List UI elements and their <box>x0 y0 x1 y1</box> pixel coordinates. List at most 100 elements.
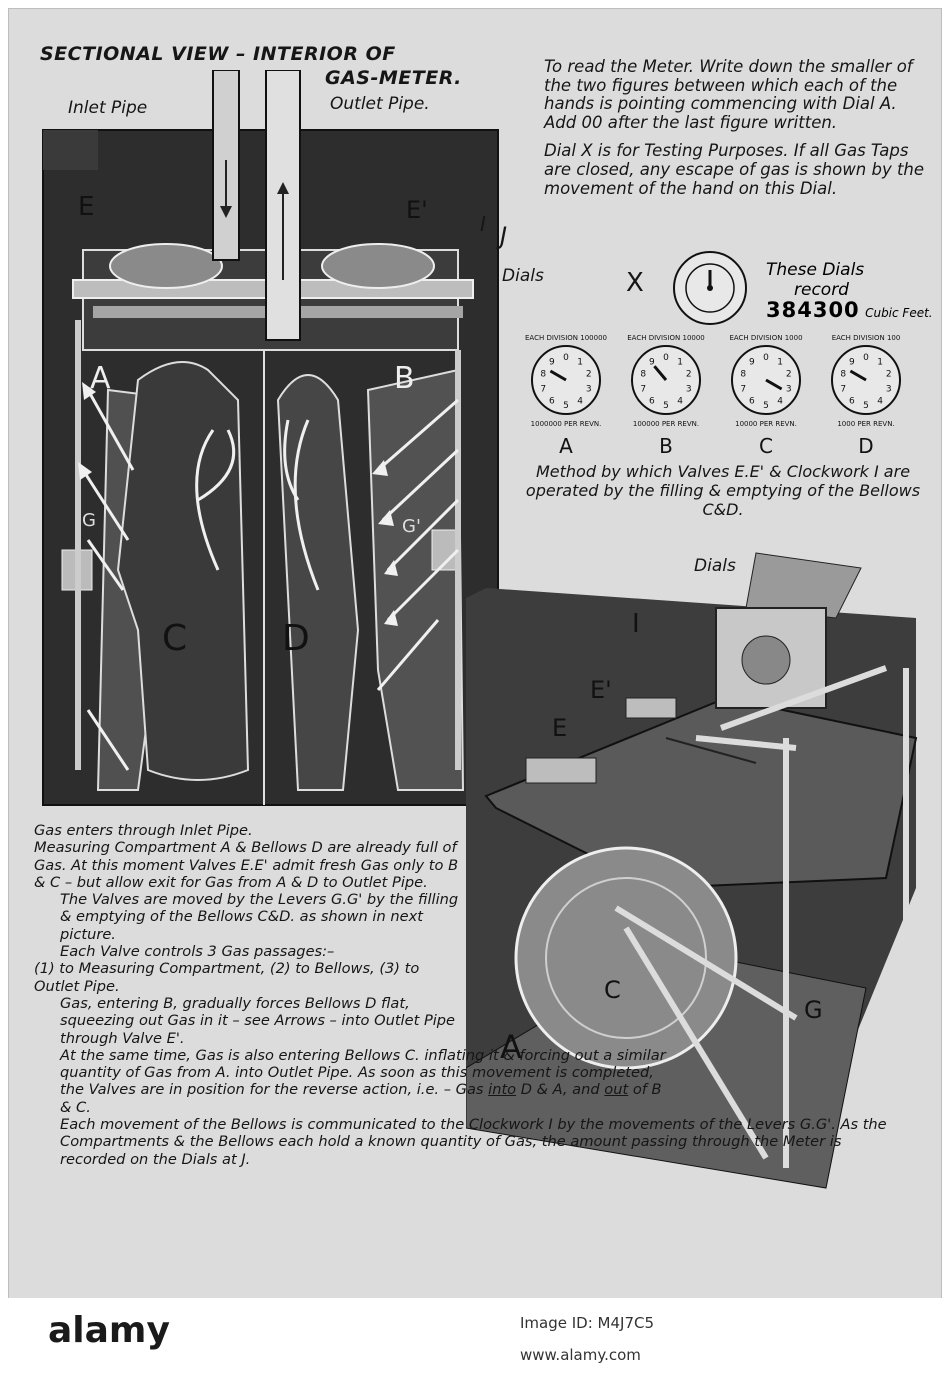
dial-digit: 3 <box>786 384 792 394</box>
para-7-out: out <box>604 1081 629 1099</box>
dial-letter: C <box>759 434 773 458</box>
dial-digit: 1 <box>877 358 883 368</box>
dial-hand <box>765 378 783 391</box>
dial-digit: 8 <box>740 370 746 380</box>
dial-digit: 5 <box>763 401 769 411</box>
label-G-cutaway: G <box>804 996 823 1024</box>
dial-digit: 7 <box>740 384 746 394</box>
explanation-para-8: Each movement of the Bellows is communic… <box>60 1116 887 1168</box>
dial-digit: 9 <box>649 358 655 368</box>
label-C-cutaway: C <box>604 976 621 1004</box>
label-G-prime-section: G' <box>402 516 421 537</box>
read-meter-instructions: To read the Meter. Write down the smalle… <box>544 57 913 132</box>
dial-bottom-caption: 100000 PER REVN. <box>633 420 699 428</box>
label-C-section: C <box>162 618 187 659</box>
footer-bar <box>0 1298 948 1390</box>
dial-letter: D <box>858 434 874 458</box>
dial-digit: 4 <box>677 396 683 406</box>
dial-digit: 2 <box>586 370 592 380</box>
dial-letter: A <box>559 434 573 458</box>
footer-url: www.alamy.com <box>520 1346 641 1364</box>
dial-digit: 2 <box>686 370 692 380</box>
dial-top-caption: EACH DIVISION 100 <box>832 334 901 342</box>
explanation-para-7: At the same time, Gas is also entering B… <box>34 1047 676 1116</box>
footer-image-id: Image ID: M4J7C5 <box>520 1314 655 1332</box>
para-7-part-a: At the same time, Gas is also entering B… <box>60 1046 666 1099</box>
explanation-para-6: Gas, entering B, gradually forces Bellow… <box>60 994 456 1047</box>
label-E-prime-cutaway: E' <box>590 676 612 704</box>
dial-digit: 1 <box>577 358 583 368</box>
para-7-into: into <box>488 1081 517 1099</box>
explanation-para-2: Measuring Compartment A & Bellows D are … <box>34 839 459 891</box>
para-7-part-b: D & A, and <box>516 1081 605 1099</box>
dial-bottom-caption: 1000000 PER REVN. <box>531 420 602 428</box>
dial-digit: 9 <box>849 358 855 368</box>
dial-digit: 3 <box>686 384 692 394</box>
dial-digit: 0 <box>563 353 569 363</box>
dial-top-caption: EACH DIVISION 10000 <box>627 334 705 342</box>
dial-digit: 9 <box>549 358 555 368</box>
inlet-pipe-label: Inlet Pipe <box>68 98 148 118</box>
dial-x <box>673 251 747 325</box>
dial-digit: 2 <box>786 370 792 380</box>
dial-top-caption: EACH DIVISION 100000 <box>525 334 607 342</box>
method-caption: Method by which Valves E.E' & Clockwork … <box>525 462 921 519</box>
dial-digit: 5 <box>663 401 669 411</box>
explanation-para-5: (1) to Measuring Compartment, (2) to Bel… <box>34 960 420 995</box>
dial-digit: 7 <box>840 384 846 394</box>
label-I-small: I <box>480 212 486 236</box>
dial-digit: 3 <box>586 384 592 394</box>
dial-digit: 6 <box>849 396 855 406</box>
dial-hand <box>549 369 567 382</box>
label-A-section: A <box>90 361 111 396</box>
label-D-section: D <box>282 618 310 659</box>
label-E-section: E <box>78 192 94 222</box>
dial-digit: 5 <box>863 401 869 411</box>
label-B-section: B <box>394 361 415 396</box>
dial-digit: 0 <box>863 353 869 363</box>
dial-letter: B <box>659 434 673 458</box>
dial-digit: 6 <box>549 396 555 406</box>
record-value: 384300 <box>766 298 860 322</box>
dial-digit: 0 <box>663 353 669 363</box>
dial-digit: 3 <box>886 384 892 394</box>
dial-digit: 1 <box>777 358 783 368</box>
diagram-title: SECTIONAL VIEW – INTERIOR OF GAS-METER. <box>40 42 462 90</box>
record-unit: Cubic Feet. <box>865 306 933 320</box>
record-line-2: record <box>794 280 849 300</box>
cutaway-mechanism-diagram: I E' E C G A <box>466 552 918 1189</box>
dial-digit: 6 <box>749 396 755 406</box>
para-7-part-c: of B & C. <box>60 1081 662 1116</box>
label-I-cutaway: I <box>632 609 640 639</box>
dial-digit: 5 <box>563 401 569 411</box>
label-J: J <box>500 222 508 250</box>
sectional-view-diagram: E E' A B C D G G' <box>42 70 499 806</box>
dial-digit: 2 <box>886 370 892 380</box>
label-E-cutaway: E <box>552 714 567 742</box>
explanation-para-4: Each Valve controls 3 Gas passages:– <box>60 943 335 961</box>
dials-label: Dials <box>502 266 544 286</box>
footer-brand: alamy <box>48 1310 170 1351</box>
explanation-text: Gas enters through Inlet Pipe. Measuring… <box>34 822 914 1168</box>
outlet-pipe-label: Outlet Pipe. <box>330 94 430 114</box>
reading-instructions: To read the Meter. Write down the smalle… <box>544 57 930 208</box>
dial-digit: 0 <box>763 353 769 363</box>
dial-digit: 1 <box>677 358 683 368</box>
dial-digit: 8 <box>840 370 846 380</box>
dial-top-caption: EACH DIVISION 1000 <box>729 334 802 342</box>
explanation-para-3: The Valves are moved by the Levers G.G' … <box>60 891 459 943</box>
dial-x-label: X <box>626 268 644 298</box>
dial-digit: 9 <box>749 358 755 368</box>
record-line-1: These Dials <box>766 260 865 280</box>
dial-digit: 7 <box>540 384 546 394</box>
label-E-prime-section: E' <box>406 196 428 224</box>
dial-digit: 4 <box>777 396 783 406</box>
dial-digit: 8 <box>640 370 646 380</box>
dial-digit: 8 <box>540 370 546 380</box>
